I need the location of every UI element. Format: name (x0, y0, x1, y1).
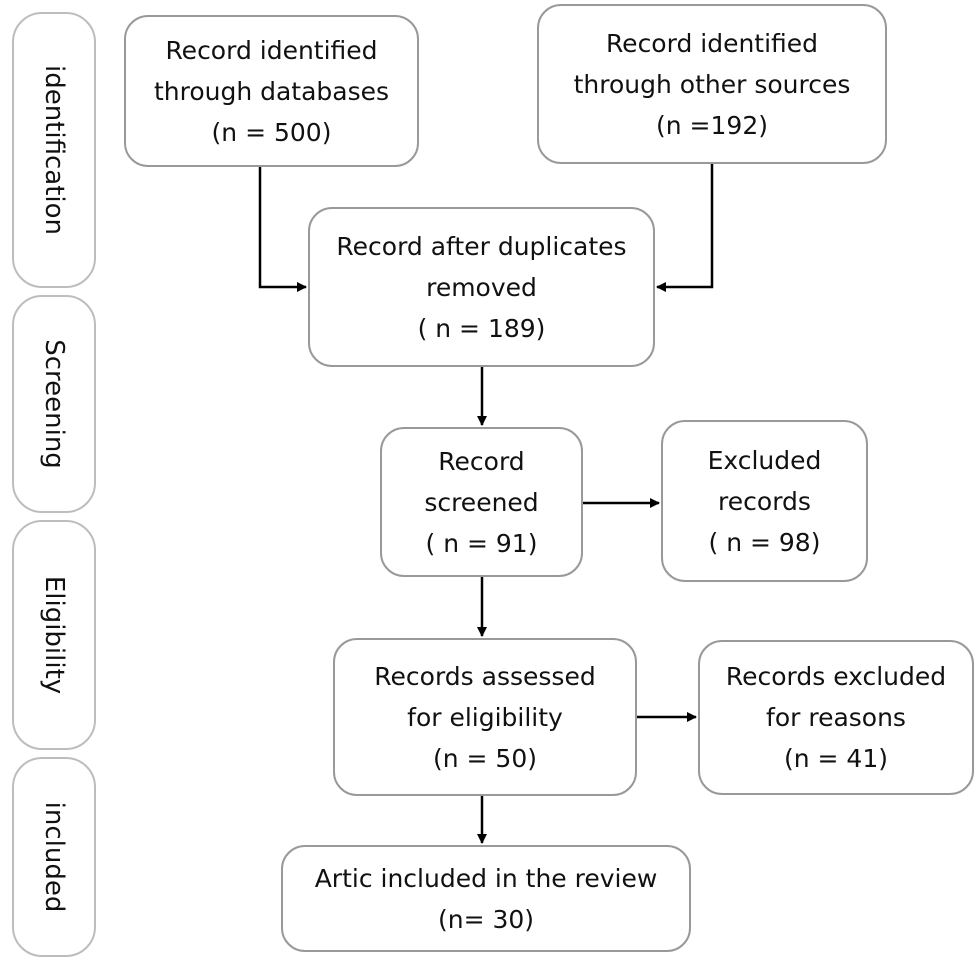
box-line: Excluded (707, 445, 822, 475)
box-line: screened (424, 487, 539, 517)
phase-included-label: included (39, 801, 69, 913)
box-count: (n= 30) (437, 904, 535, 934)
box-line: for reasons (766, 703, 906, 732)
box-line: through other sources (573, 69, 851, 99)
box-excluded-reasons: Records excluded for reasons (n = 41) (698, 640, 974, 795)
box-count: ( n = 189) (417, 313, 546, 343)
box-line: Record identified (165, 35, 378, 65)
box-records-databases: Record identified through databases (n =… (124, 15, 419, 167)
box-line: removed (426, 272, 537, 302)
box-line: Record identified (605, 28, 819, 58)
box-assessed-eligibility: Records assessed for eligibility (n = 50… (333, 638, 637, 796)
box-line: records (718, 486, 811, 516)
box-line: for eligibility (407, 702, 563, 732)
box-line: Record (438, 446, 525, 476)
box-count: (n = 500) (211, 117, 332, 147)
box-line: Artic included in the review (314, 863, 658, 893)
box-count: ( n = 91) (425, 528, 538, 558)
phase-included: included (12, 757, 96, 957)
box-screened: Record screened ( n = 91) (380, 427, 583, 577)
box-line: through databases (153, 76, 390, 106)
box-line: Records excluded (725, 662, 947, 691)
box-count: ( n = 98) (708, 527, 821, 557)
box-line: Records assessed (374, 661, 596, 691)
phase-eligibility-label: Eligibility (39, 575, 69, 695)
arrow-databases-to-duplicates (258, 167, 307, 292)
box-count: (n = 50) (432, 743, 537, 773)
box-included-review: Artic included in the review (n= 30) (281, 845, 691, 952)
box-records-other-sources: Record identified through other sources … (537, 4, 887, 164)
box-excluded-records: Excluded records ( n = 98) (661, 420, 868, 582)
box-line: Record after duplicates (336, 231, 627, 261)
phase-screening: Screening (12, 295, 96, 513)
box-count: (n = 41) (783, 744, 888, 773)
phase-identification: identification (12, 12, 96, 288)
phase-identification-label: identification (39, 64, 69, 236)
box-count: (n =192) (656, 110, 768, 140)
phase-eligibility: Eligibility (12, 520, 96, 750)
box-after-duplicates: Record after duplicates removed ( n = 18… (308, 207, 655, 367)
arrow-other-to-duplicates (656, 164, 714, 292)
phase-screening-label: Screening (39, 339, 69, 469)
